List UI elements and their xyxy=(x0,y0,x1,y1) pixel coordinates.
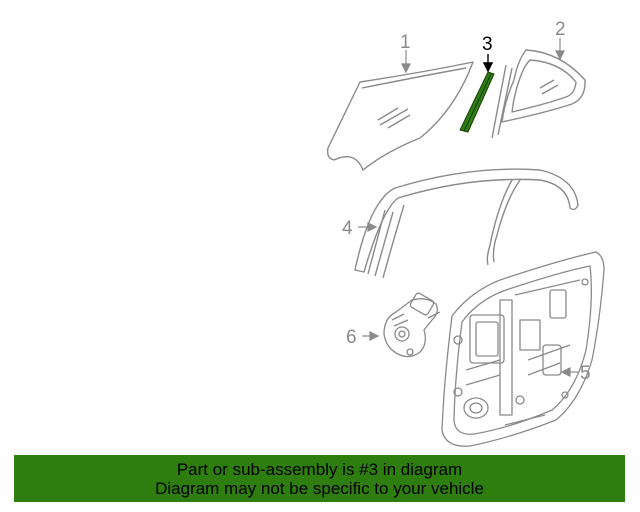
part-1-door-glass[interactable] xyxy=(326,61,474,171)
callout-leaders xyxy=(358,38,578,377)
callout-3-leader xyxy=(482,54,494,73)
callout-4: 4 xyxy=(342,218,353,239)
callout-3: 3 xyxy=(482,34,493,55)
callout-5: 5 xyxy=(580,363,591,384)
part-2-quarter-window[interactable] xyxy=(491,49,586,139)
callout-2: 2 xyxy=(555,19,566,40)
callout-1: 1 xyxy=(400,32,411,53)
exploded-parts-diagram: 1 2 3 4 5 6 xyxy=(326,19,605,447)
part-4-door-frame[interactable] xyxy=(354,168,579,279)
banner-line-1: Part or sub-assembly is #3 in diagram xyxy=(176,460,463,479)
info-banner: Part or sub-assembly is #3 in diagram Di… xyxy=(14,455,625,502)
part-5-door-module[interactable] xyxy=(441,251,605,447)
part-3-glass-run-channel[interactable] xyxy=(459,71,495,133)
banner-line-2: Diagram may not be specific to your vehi… xyxy=(155,479,484,498)
callout-6: 6 xyxy=(346,327,357,348)
part-6-regulator-motor[interactable] xyxy=(383,292,441,358)
